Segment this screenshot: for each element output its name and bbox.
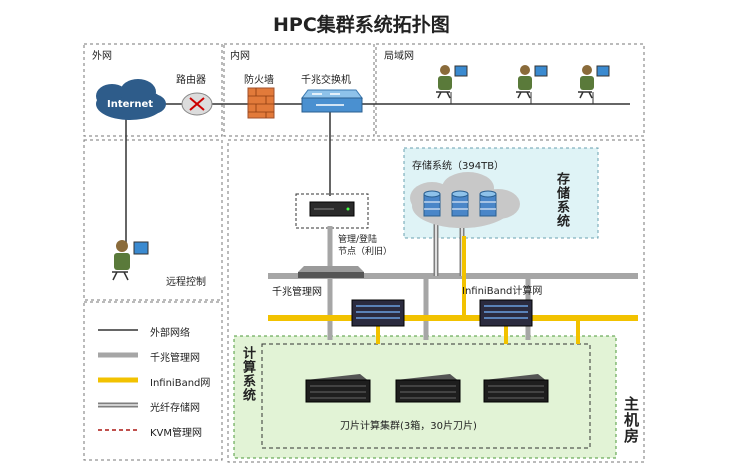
gigabit-mgmt-net-label: 千兆管理网 xyxy=(272,287,322,298)
mgmt-node-label-line1: 管理/登陆 xyxy=(338,235,378,245)
remote-zone-frame xyxy=(83,139,223,301)
mgmt-node-label-line2: 节点（利旧） xyxy=(338,247,393,257)
diagram-title: HPC集群系统拓扑图 xyxy=(273,14,450,36)
external-zone-frame xyxy=(83,43,223,137)
blade-cluster-frame xyxy=(261,343,591,449)
gigabit-switch-label: 千兆交换机 xyxy=(301,75,351,86)
zone-external-label: 外网 xyxy=(92,51,112,62)
infiniband-net-label: InfiniBand计算网 xyxy=(462,286,543,297)
internet-label: Internet xyxy=(107,99,153,110)
blade-chassis-icon-3 xyxy=(483,374,549,403)
gigabit-mgmt-switch-icon xyxy=(298,266,364,278)
remote-user-icon xyxy=(112,240,149,281)
lan-user-icon-2 xyxy=(516,65,548,99)
legend-label-fiber: 光纤存储网 xyxy=(150,403,200,414)
lan-user-icon-3 xyxy=(578,65,610,99)
main-room-frame xyxy=(227,139,645,463)
lan-zone-frame xyxy=(375,43,645,137)
remote-control-label: 远程控制 xyxy=(166,277,206,288)
blade-chassis-icon-2 xyxy=(395,374,461,403)
firewall-icon xyxy=(247,87,275,119)
storage-label: 存储系统（394TB） xyxy=(412,161,505,172)
blade-chassis-icon-1 xyxy=(305,374,371,403)
zone-lan-label: 局域网 xyxy=(384,51,414,62)
legend-label-gigabit: 千兆管理网 xyxy=(150,353,200,364)
internet-cloud-icon xyxy=(96,79,166,120)
blade-cluster-label: 刀片计算集群(3箱，30片刀片) xyxy=(340,421,477,432)
disk-icon-1 xyxy=(423,190,441,217)
main-room-label: 主机房 xyxy=(622,396,640,444)
legend-label-infiniband: InfiniBand网 xyxy=(150,378,211,389)
disk-icon-2 xyxy=(451,190,469,217)
mgmt-node-server-icon xyxy=(309,201,355,217)
storage-vertical-label: 存储系统 xyxy=(554,172,569,228)
router-label: 路由器 xyxy=(176,75,206,86)
legend-label-kvm: KVM管理网 xyxy=(150,428,203,439)
legend-frame xyxy=(83,301,223,461)
lan-user-icon-1 xyxy=(436,65,468,99)
zone-internal-label: 内网 xyxy=(230,51,250,62)
gigabit-switch-icon xyxy=(301,89,363,113)
infiniband-switch-icon-2 xyxy=(479,299,533,327)
internal-zone-frame xyxy=(223,43,375,137)
infiniband-switch-icon-1 xyxy=(351,299,405,327)
disk-icon-3 xyxy=(479,190,497,217)
compute-vertical-label: 计算系统 xyxy=(240,346,255,402)
legend-label-external: 外部网络 xyxy=(150,328,190,339)
router-icon xyxy=(181,92,213,116)
firewall-label: 防火墙 xyxy=(244,75,274,86)
